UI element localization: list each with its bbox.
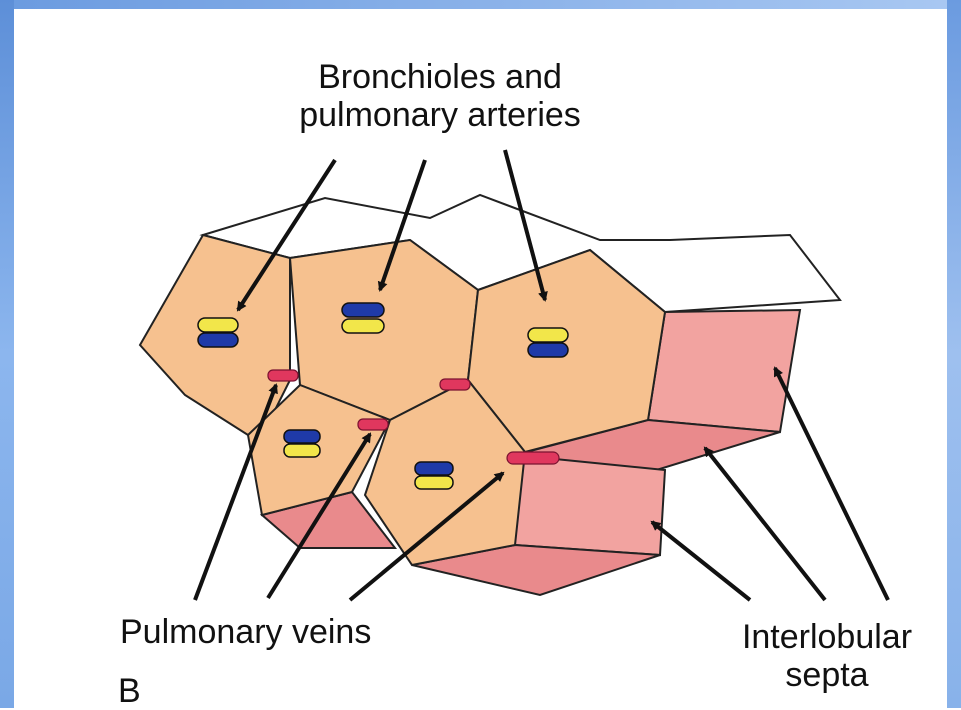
arrow-septa-3 [775, 368, 888, 600]
label-bronchioles-line2: pulmonary arteries [250, 96, 630, 134]
vein-1 [268, 370, 298, 381]
label-pulmonary-veins: Pulmonary veins [120, 613, 371, 651]
vein-3 [358, 419, 388, 430]
septa-face-lower-right [515, 455, 665, 555]
label-interlobular-septa: Interlobular septa [712, 618, 942, 694]
vein-4 [507, 452, 559, 464]
label-septa-line1: Interlobular [712, 618, 942, 656]
pair-4 [284, 430, 320, 457]
pair-3 [528, 328, 568, 357]
label-bronchioles-line1: Bronchioles and [250, 58, 630, 96]
label-bronchioles-arteries: Bronchioles and pulmonary arteries [250, 58, 630, 134]
panel-letter: B [118, 672, 141, 710]
pair-1 [198, 318, 238, 347]
label-septa-line2: septa [712, 656, 942, 694]
pair-5 [415, 462, 453, 489]
arrow-septa-1 [652, 522, 750, 600]
vein-2 [440, 379, 470, 390]
